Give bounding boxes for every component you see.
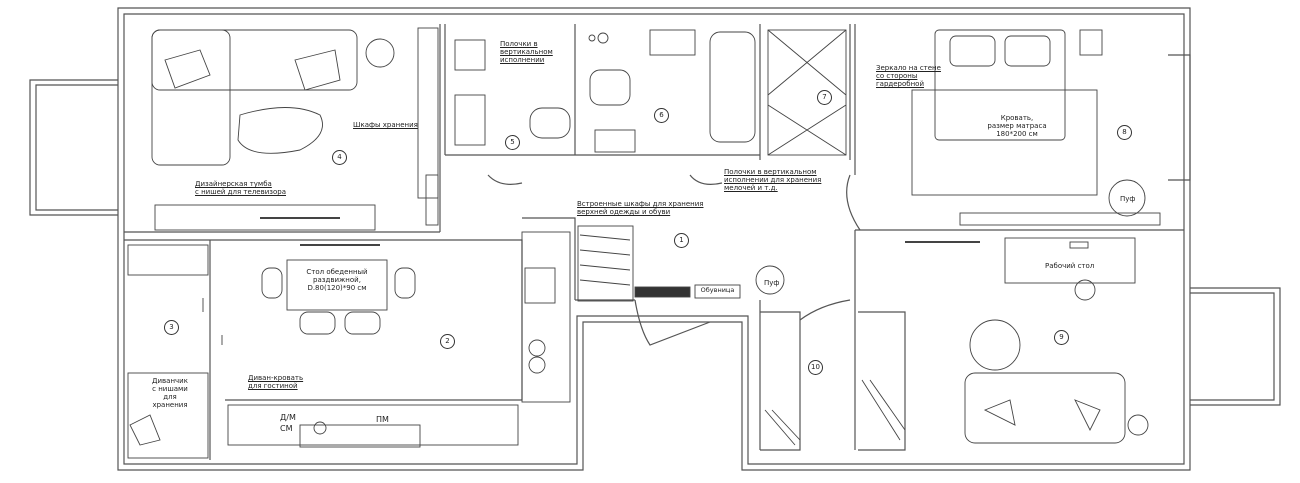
label-balcony-sofa: Диванчик с нишами для хранения	[152, 377, 188, 409]
bath-wall	[444, 24, 851, 160]
round-table-9	[969, 319, 1021, 371]
room-number-3: 3	[164, 320, 179, 335]
room-number-9: 9	[1054, 330, 1069, 345]
room-number-8: 8	[1117, 125, 1132, 140]
work-desk-top	[1004, 237, 1136, 284]
wardrobe-10	[760, 311, 801, 451]
left-balcony	[29, 79, 118, 216]
plant	[365, 38, 395, 68]
label-dishwasher: ПМ	[376, 415, 389, 424]
hall-wall	[522, 217, 856, 450]
shoe-bench-box	[694, 284, 741, 299]
room-number-1: 1	[674, 233, 689, 248]
label-shelves-niche: Полочки в вертикальном исполнении для хр…	[724, 168, 822, 192]
label-oven: Д/М СМ	[280, 413, 296, 433]
room-number-5: 5	[505, 135, 520, 150]
living-room-wall	[124, 24, 441, 233]
room-number-4: 4	[332, 150, 347, 165]
sofa-9	[964, 372, 1126, 444]
door-arc	[487, 174, 861, 346]
label-dining-table: Стол обеденный раздвижной, D.80(120)*90 …	[306, 268, 368, 292]
inner-wall-line	[123, 13, 1185, 465]
room-number-7: 7	[817, 90, 832, 105]
label-mirror: Зеркало на стене со стороны гардеробной	[876, 64, 941, 88]
label-shelves-bath: Полочки в вертикальном исполнении	[500, 40, 553, 64]
bed-frame	[911, 89, 1098, 196]
room-number-10: 10	[808, 360, 823, 375]
label-wardrobe-hall: Встроенные шкафы для хранения верхней од…	[577, 200, 704, 216]
label-pouf-2: Пуф	[1120, 195, 1136, 203]
living-sofa	[151, 29, 358, 91]
label-work-desk: Рабочий стол	[1045, 262, 1095, 270]
outer-wall	[117, 7, 1191, 471]
dining-table	[286, 259, 388, 311]
label-sofa-kitchen: Диван-кровать для гостиной	[248, 374, 304, 390]
coffee-table	[237, 107, 323, 154]
label-bed: Кровать, размер матраса 180*200 см	[987, 114, 1047, 138]
label-pouf: Пуф	[764, 279, 780, 287]
label-tv-console: Дизайнерская тумба с нишей для телевизор…	[195, 180, 287, 196]
right-balcony	[1190, 287, 1281, 406]
label-shoe-bench: Обувница	[700, 286, 735, 294]
room-number-2: 2	[440, 334, 455, 349]
bathtub	[709, 31, 756, 143]
label-storage-shelves: Шкафы хранения	[353, 121, 418, 129]
bedroom-wall	[854, 24, 1184, 231]
tv-console	[154, 204, 376, 231]
room-number-6: 6	[654, 108, 669, 123]
sink-5	[454, 94, 486, 146]
